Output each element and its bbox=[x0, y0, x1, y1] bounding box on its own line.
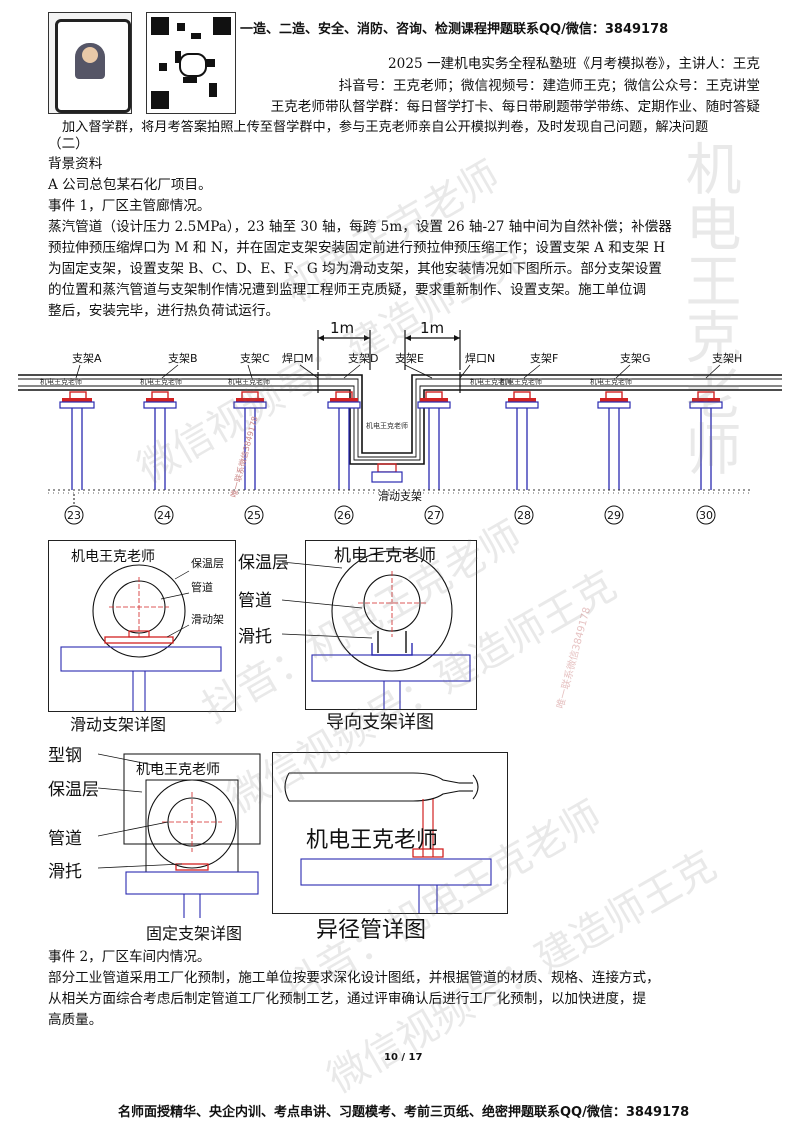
event1-line: 蒸汽管道（设计压力 2.5MPa），23 轴至 30 轴，每跨 5m，设置 26… bbox=[48, 219, 672, 235]
label-support-d: 支架D bbox=[348, 352, 378, 365]
fixed-label-insulation: 保温层 bbox=[48, 780, 99, 800]
axis-26: 26 bbox=[337, 509, 351, 522]
event2-line: 从相关方面综合考虑后制定管道工厂化预制工艺，通过评审确认后进行工厂化预制，以加快… bbox=[48, 991, 647, 1007]
axis-30: 30 bbox=[699, 509, 713, 522]
label-support-f: 支架F bbox=[530, 352, 558, 365]
header-line-4: 加入督学群，将月考答案拍照上传至督学群中，参与王克老师亲自公开模拟判卷，及时发现… bbox=[62, 120, 709, 135]
dimension-right: 1m bbox=[420, 319, 444, 337]
page-number: 10 / 17 bbox=[384, 1052, 423, 1063]
bottom-banner: 名师面授精华、央企内训、考点串讲、习题模考、考前三页纸、绝密押题联系QQ/微信：… bbox=[118, 1105, 690, 1120]
svg-text:机电王克老师: 机电王克老师 bbox=[470, 377, 512, 386]
axis-28: 28 bbox=[517, 509, 531, 522]
svg-text:机电王克老师: 机电王克老师 bbox=[500, 377, 542, 386]
label-support-h: 支架H bbox=[712, 352, 742, 365]
svg-text:机电王克老师: 机电王克老师 bbox=[40, 377, 82, 386]
header-line-3: 王克老师带队督学群：每日督学打卡、每日带刷题带学带练、定期作业、随时答疑 bbox=[270, 99, 760, 115]
fixed-support-detail: 机电王克老师 bbox=[122, 752, 262, 918]
guide-label-slider: 滑托 bbox=[238, 627, 272, 647]
slide-detail-title: 机电王克老师 bbox=[71, 549, 155, 565]
label-support-c: 支架C bbox=[240, 352, 270, 365]
top-banner: 一造、二造、安全、消防、咨询、检测课程押题联系QQ/微信：3849178 bbox=[240, 22, 669, 37]
label-weld-m: 焊口M bbox=[282, 351, 314, 365]
reducer-detail-caption: 异径管详图 bbox=[316, 918, 427, 943]
svg-text:机电王克老师: 机电王克老师 bbox=[366, 421, 408, 430]
svg-text:机电王克老师: 机电王克老师 bbox=[140, 377, 182, 386]
fixed-leader-lines bbox=[98, 753, 183, 869]
axis-23: 23 bbox=[67, 509, 81, 522]
label-slide-support: 滑动支架 bbox=[378, 490, 422, 503]
label-support-g: 支架G bbox=[620, 352, 651, 365]
axis-27: 27 bbox=[427, 509, 441, 522]
fixed-label-slider: 滑托 bbox=[48, 862, 82, 882]
event2-line: 高质量。 bbox=[48, 1012, 103, 1028]
header-line-2: 抖音号：王克老师；微信视频号：建造师王克；微信公众号：王克讲堂 bbox=[338, 78, 760, 94]
event1-line: 为固定支架，设置支架 B、C、D、E、F、G 均为滑动支架，其他安装情况如下图所… bbox=[48, 261, 662, 277]
label-weld-n: 焊口N bbox=[465, 351, 495, 365]
svg-text:机电王克老师: 机电王克老师 bbox=[228, 377, 270, 386]
svg-text:机电王克老师: 机电王克老师 bbox=[590, 377, 632, 386]
event1-line: 预拉伸预压缩焊口为 M 和 N，并在固定支架安装固定前进行预拉伸预压缩工作；设置… bbox=[48, 240, 666, 256]
section-number: （二） bbox=[48, 136, 89, 152]
qr-code-wechat bbox=[146, 12, 236, 114]
pipe-rack-diagram: 1m 1m 支架A 支架B 支架C 焊口M 支架D 支架E 焊口N 支架F 支架… bbox=[18, 319, 782, 525]
guide-label-insulation: 保温层 bbox=[238, 553, 289, 573]
slide-detail-caption: 滑动支架详图 bbox=[70, 715, 167, 734]
axis-24: 24 bbox=[157, 509, 171, 522]
slide-support-detail: 机电王克老师 保温层 管道 滑动架 bbox=[48, 540, 236, 712]
dimension-left: 1m bbox=[330, 319, 354, 337]
event2-title: 事件 2，厂区车间内情况。 bbox=[48, 949, 211, 965]
event1-line: 的位置和蒸汽管道与支架制作情况遭到监理工程师王克质疑，要求重新制作、设置支架。施… bbox=[48, 282, 647, 298]
slide-label-slider: 滑动架 bbox=[191, 613, 224, 626]
label-support-a: 支架A bbox=[72, 352, 102, 365]
guide-support-detail: 机电王克老师 bbox=[305, 540, 477, 710]
guide-detail-caption: 导向支架详图 bbox=[326, 712, 434, 733]
label-support-b: 支架B bbox=[168, 352, 198, 365]
label-support-e: 支架E bbox=[395, 352, 424, 365]
slide-label-pipe: 管道 bbox=[191, 580, 213, 594]
event1-title: 事件 1，厂区主管廊情况。 bbox=[48, 198, 211, 214]
guide-label-pipe: 管道 bbox=[238, 591, 272, 611]
event2-line: 部分工业管道采用工厂化预制，施工单位按要求深化设计图纸，并根据管道的材质、规格、… bbox=[48, 970, 660, 986]
reducer-detail bbox=[272, 752, 508, 914]
fixed-detail-caption: 固定支架详图 bbox=[146, 924, 243, 943]
axis-25: 25 bbox=[247, 509, 261, 522]
guide-leader-lines bbox=[282, 561, 373, 639]
qr-code-douyin bbox=[48, 12, 132, 114]
fixed-label-steel: 型钢 bbox=[48, 746, 82, 766]
watermark-contact: 唯一联系微信3849178 bbox=[555, 606, 594, 710]
reducer-detail-title: 机电王克老师 bbox=[306, 828, 439, 853]
background-title: 背景资料 bbox=[48, 156, 103, 172]
axis-29: 29 bbox=[607, 509, 621, 522]
intro-text: A 公司总包某石化厂项目。 bbox=[48, 177, 212, 193]
event1-line: 整后，安装完毕，进行热负荷试运行。 bbox=[48, 303, 280, 319]
header-line-1: 2025 一建机电实务全程私塾班《月考模拟卷》，主讲人：王克 bbox=[388, 56, 760, 72]
slide-label-insulation: 保温层 bbox=[191, 556, 224, 570]
fixed-label-pipe: 管道 bbox=[48, 829, 82, 849]
